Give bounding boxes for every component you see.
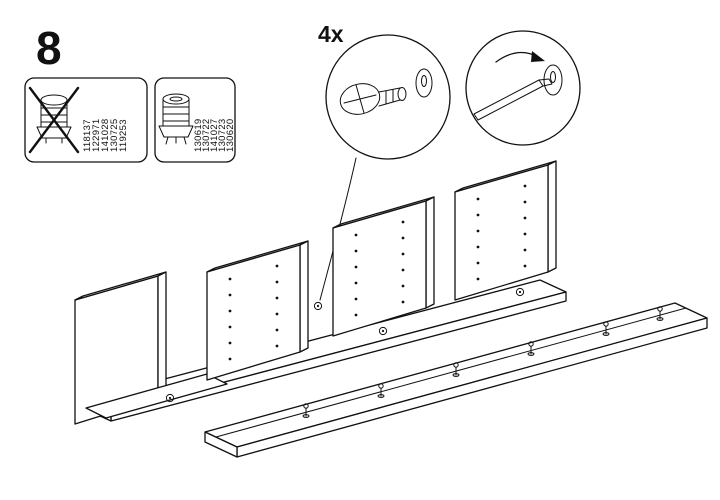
excluded-parts-box-frame	[24, 77, 148, 163]
screw-icon	[527, 341, 535, 356]
pin-holes	[476, 184, 527, 281]
turn-detail-callout	[465, 30, 581, 146]
screws	[302, 306, 664, 418]
left-end-panel	[74, 271, 228, 425]
quantity-label: 4x	[318, 21, 344, 47]
divider-panel	[332, 196, 435, 337]
spring-part-icon	[158, 93, 194, 145]
part-number: 122971	[91, 118, 102, 152]
part-number: 130723	[217, 118, 228, 152]
cam-lock-fastener-icon	[339, 83, 407, 115]
screwdriver-icon	[473, 78, 553, 121]
insert-detail-callout	[325, 34, 451, 160]
part-number: 118137	[82, 119, 93, 152]
part-number: 130722	[201, 118, 212, 152]
included-parts-box: 130619 130722 141027 130723 130620	[154, 77, 236, 163]
excluded-part-numbers: 118137 122971 141028 130725 119253	[82, 118, 129, 152]
part-number: 130620	[225, 118, 236, 152]
part-number: 130725	[109, 118, 120, 152]
step-number: 8	[36, 22, 62, 74]
screw-icon	[602, 321, 610, 336]
screw-icon	[302, 403, 310, 418]
part-number: 130619	[193, 118, 204, 152]
cam-hole-icon	[543, 64, 563, 96]
crossed-out-spring-part-icon	[28, 86, 80, 154]
excluded-parts-box: 118137 122971 141028 130725 119253	[24, 77, 148, 163]
callout-circle	[465, 30, 581, 146]
screw-icon	[656, 306, 664, 321]
included-parts-box-frame	[154, 77, 236, 163]
screw-icon	[377, 383, 385, 398]
furniture-assembly-drawing	[74, 160, 708, 458]
part-number: 141028	[100, 118, 111, 152]
part-number: 119253	[118, 119, 129, 152]
pin-holes	[354, 220, 405, 317]
cam-hole-icon	[415, 68, 433, 98]
left-bottom-shelf	[85, 373, 228, 419]
screw-icon	[452, 362, 460, 377]
cam-lock-markers	[165, 287, 525, 403]
included-part-numbers: 130619 130722 141027 130723 130620	[193, 118, 236, 152]
rotate-arrow-icon	[495, 51, 545, 63]
pin-holes	[228, 264, 279, 361]
cross-out-icon	[28, 86, 80, 154]
divider-panel	[454, 160, 557, 301]
part-number: 141027	[209, 118, 220, 152]
callout-circle	[325, 34, 451, 160]
divider-panel	[206, 240, 309, 381]
